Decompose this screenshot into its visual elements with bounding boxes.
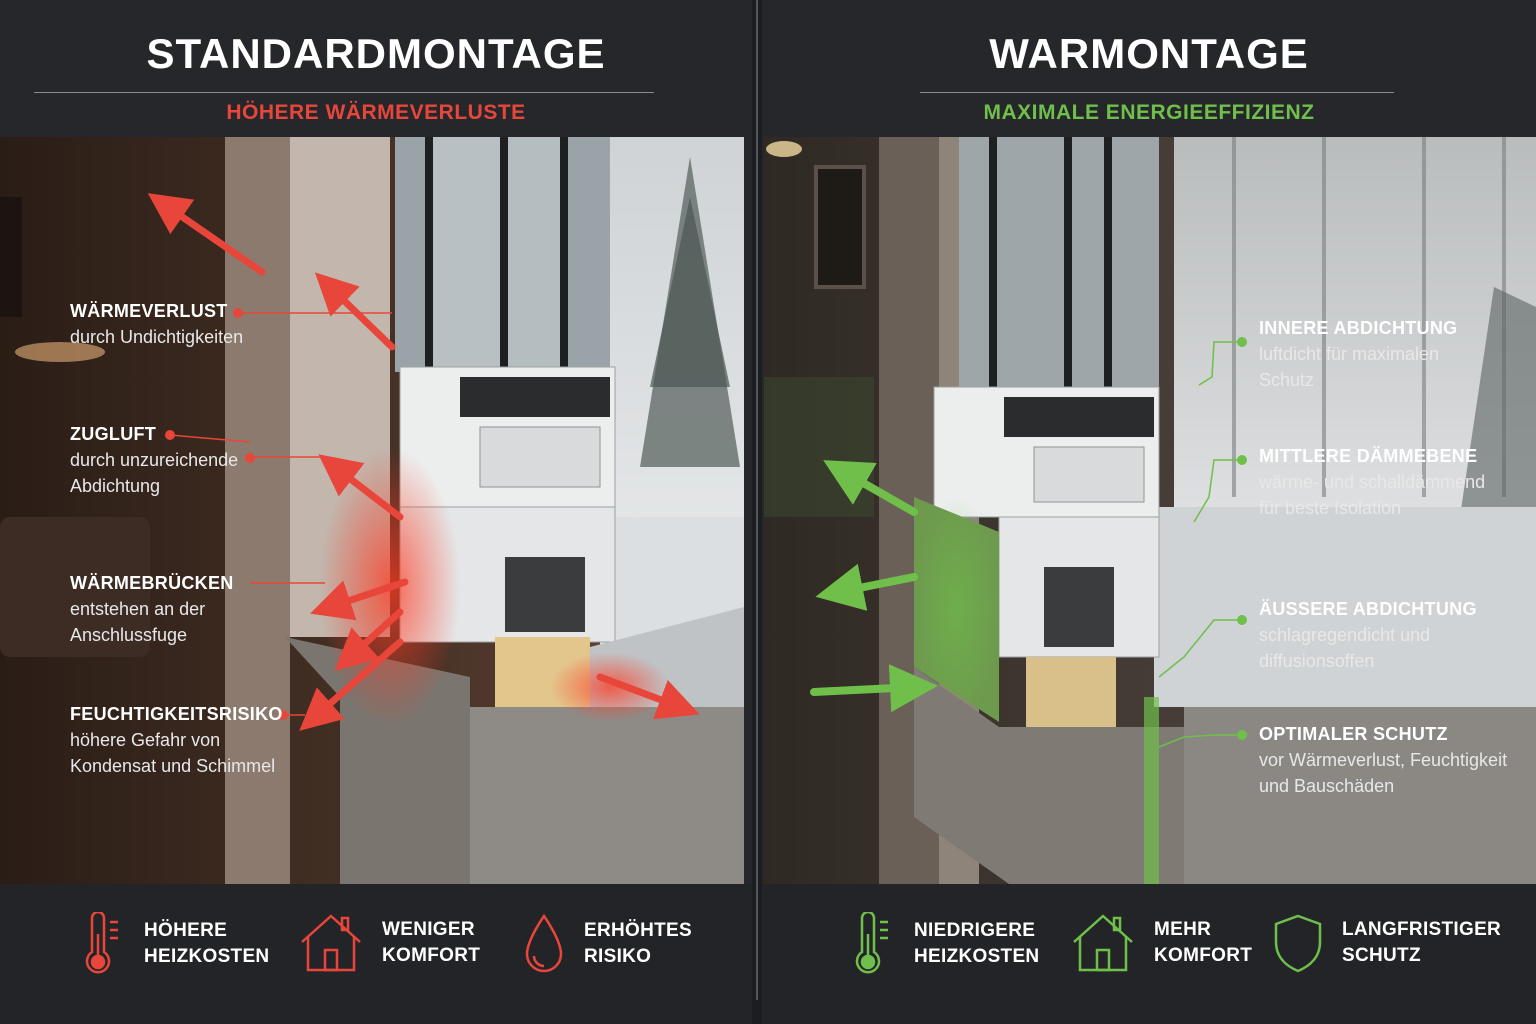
- footer-item-heating-costs: HÖHERE HEIZKOSTEN: [80, 912, 269, 976]
- shield-icon: [1272, 912, 1324, 974]
- title-divider: [34, 92, 654, 93]
- insulation-flow-arrows: [810, 460, 938, 713]
- house-icon: [298, 912, 364, 974]
- window-cross-section-illustration: [764, 137, 1536, 884]
- panel-title: STANDARDMONTAGE: [146, 30, 606, 77]
- annotation-thermal-bridges: WÄRMEBRÜCKEN entstehen an der Anschlussf…: [70, 570, 234, 648]
- annotation-title: FEUCHTIGKEITSRISIKO: [70, 704, 283, 724]
- annotation-text: vor Wärmeverlust, Feuchtigkeit: [1259, 750, 1508, 770]
- annotation-optimal-protection: OPTIMALER SCHUTZ vor Wärmeverlust, Feuch…: [1259, 721, 1507, 799]
- footer-item-heating-costs: NIEDRIGERE HEIZKOSTEN: [850, 912, 1039, 976]
- footer-label: HEIZKOSTEN: [914, 946, 1040, 967]
- footer-label: HEIZKOSTEN: [144, 946, 270, 967]
- annotation-text: wärme- und schalldämmend: [1259, 472, 1486, 492]
- annotation-title: ÄUSSERE ABDICHTUNG: [1259, 599, 1477, 619]
- annotation-draft: ZUGLUFT durch unzureichende Abdichtung: [70, 421, 238, 499]
- footer-label: KOMFORT: [382, 945, 481, 966]
- footer-item-comfort: MEHR KOMFORT: [1070, 912, 1252, 974]
- footer-label: WENIGER: [382, 919, 475, 940]
- annotation-text: Abdichtung: [70, 476, 161, 496]
- annotation-title: WÄRMEBRÜCKEN: [70, 573, 234, 593]
- footer-item-comfort: WENIGER KOMFORT: [298, 912, 480, 974]
- footer-label: KOMFORT: [1154, 945, 1253, 966]
- footer-label: NIEDRIGERE: [914, 920, 1036, 941]
- annotation-inner-seal: INNERE ABDICHTUNG luftdicht für maximale…: [1259, 315, 1457, 393]
- annotation-outer-seal: ÄUSSERE ABDICHTUNG schlagregendicht und …: [1259, 596, 1477, 674]
- annotation-text: und Bauschäden: [1259, 776, 1395, 796]
- panel-subtitle: MAXIMALE ENERGIEEFFIZIENZ: [983, 101, 1315, 124]
- footer-label: ERHÖHTES: [584, 920, 692, 941]
- annotation-text: durch unzureichende: [70, 450, 239, 470]
- panel-divider: [752, 0, 762, 1024]
- annotation-text: Kondensat und Schimmel: [70, 756, 276, 776]
- warm-installation-panel: WARMONTAGE MAXIMALE ENERGIEEFFIZIENZ: [762, 0, 1536, 1024]
- annotation-moisture-risk: FEUCHTIGKEITSRISIKO höhere Gefahr von Ko…: [70, 701, 283, 779]
- annotation-text: schlagregendicht und: [1259, 625, 1431, 645]
- footer-item-risk: ERHÖHTES RISIKO: [522, 912, 692, 976]
- annotation-text: luftdicht für maximalen: [1259, 344, 1440, 364]
- panel-footer: HÖHERE HEIZKOSTEN WENIGER KOMFORT: [0, 884, 752, 1024]
- annotation-heat-loss: WÄRMEVERLUST durch Undichtigkeiten: [70, 298, 243, 350]
- annotation-title: INNERE ABDICHTUNG: [1259, 318, 1458, 338]
- annotation-title: MITTLERE DÄMMEBENE: [1259, 446, 1478, 466]
- house-icon: [1070, 912, 1136, 974]
- footer-item-protection: LANGFRISTIGER SCHUTZ: [1272, 912, 1501, 974]
- annotation-middle-insulation: MITTLERE DÄMMEBENE wärme- und schalldämm…: [1259, 443, 1485, 521]
- title-divider: [920, 92, 1394, 93]
- thermometer-icon: [850, 912, 896, 976]
- standard-installation-panel: STANDARDMONTAGE HÖHERE WÄRMEVERLUSTE: [0, 0, 752, 1024]
- annotation-title: WÄRMEVERLUST: [70, 301, 228, 321]
- footer-label: RISIKO: [584, 946, 652, 967]
- annotation-text: Schutz: [1259, 370, 1315, 390]
- annotation-text: diffusionsoffen: [1259, 651, 1375, 671]
- panel-subtitle: HÖHERE WÄRMEVERLUSTE: [226, 101, 526, 124]
- thermometer-icon: [80, 912, 126, 976]
- footer-label: HÖHERE: [144, 920, 228, 941]
- annotation-text: durch Undichtigkeiten: [70, 327, 244, 347]
- heat-loss-arrows: [147, 193, 700, 731]
- panel-title: WARMONTAGE: [989, 30, 1309, 77]
- window-cross-section-illustration: [0, 137, 744, 884]
- annotation-text: entstehen an der: [70, 599, 206, 619]
- drop-icon: [522, 912, 566, 976]
- annotation-title: ZUGLUFT: [70, 424, 157, 444]
- panel-footer: NIEDRIGERE HEIZKOSTEN MEHR KOMFORT: [762, 884, 1536, 1024]
- annotation-text: Anschlussfuge: [70, 625, 188, 645]
- annotation-title: OPTIMALER SCHUTZ: [1259, 724, 1448, 744]
- footer-label: MEHR: [1154, 919, 1212, 940]
- annotation-text: höhere Gefahr von: [70, 730, 221, 750]
- annotation-text: für beste Isolation: [1259, 498, 1402, 518]
- footer-label: LANGFRISTIGER: [1342, 919, 1502, 940]
- footer-label: SCHUTZ: [1342, 945, 1421, 966]
